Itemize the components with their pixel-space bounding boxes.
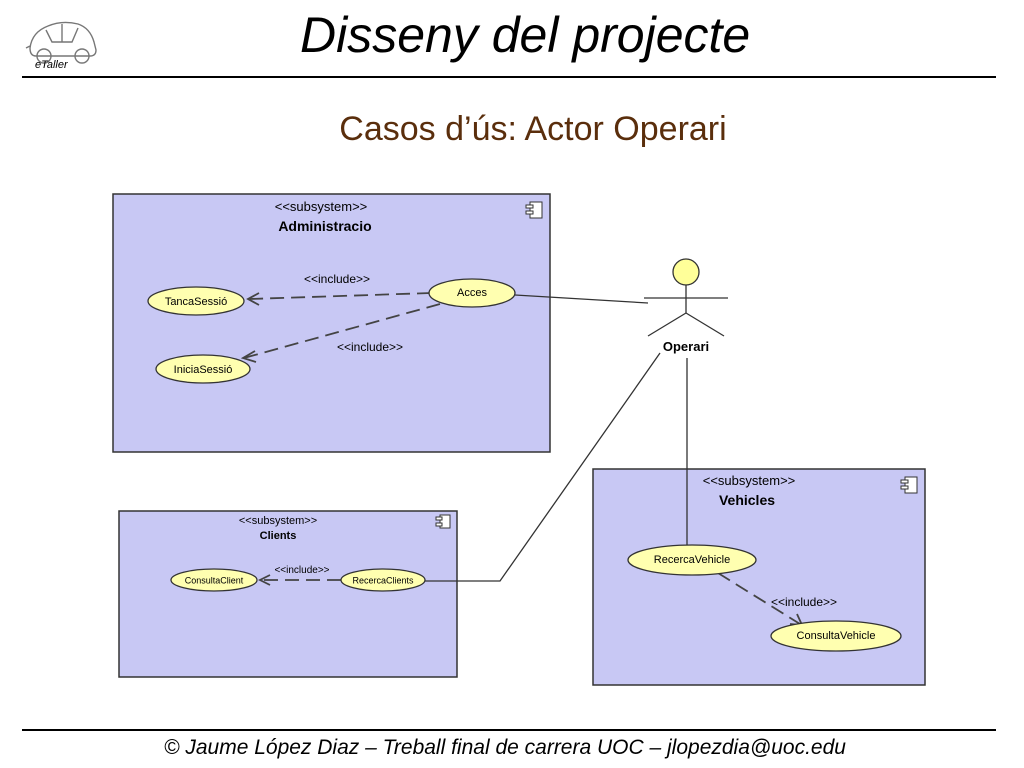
include-label: <<include>> [274,565,329,576]
include-acces-inicia [243,303,441,359]
logo-label: eTaller [35,59,68,71]
association-acces [514,294,649,304]
subsystem-name: Clients [260,530,297,542]
arrowhead [257,574,271,586]
subsystem-vehicles: <<subsystem>> Vehicles [592,468,926,686]
include-label: <<include>> [304,272,370,286]
subsystem-name: Administracio [278,218,371,234]
slide-subtitle: Casos d’ús: Actor Operari [339,110,727,148]
include-label: <<include>> [337,340,403,354]
include-acces-tanca [249,292,432,300]
use-case-consulta-client: ConsultaClient [170,568,258,592]
association-recerca-clients [425,352,661,582]
use-case-acces: Acces [428,278,516,308]
include-recerca-consulta-vehicle [717,572,801,625]
include-label: <<include>> [771,595,837,609]
component-icon [435,514,451,529]
use-case-tanca-sessio: TancaSessió [147,286,245,316]
svg-text:TancaSessió: TancaSessió [165,296,227,308]
svg-text:IniciaSessió: IniciaSessió [174,364,233,376]
arrowhead [246,292,260,306]
stereotype-label: <<subsystem>> [703,473,796,488]
subsystem-name: Vehicles [719,492,775,508]
subsystem-administracio: <<subsystem>> Administracio [112,193,551,453]
footer-text: © Jaume López Diaz – Treball final de ca… [164,736,846,759]
arrowhead [240,350,257,363]
component-icon [900,476,918,494]
svg-text:RecercaClients: RecercaClients [352,575,414,585]
svg-text:ConsultaVehicle: ConsultaVehicle [797,630,876,642]
svg-text:Acces: Acces [457,287,487,299]
stereotype-label: <<subsystem>> [275,199,368,214]
svg-text:ConsultaClient: ConsultaClient [185,575,244,585]
actor-operari: Operari [644,258,728,354]
use-case-recerca-vehicle: RecercaVehicle [627,544,757,576]
component-icon [525,201,543,219]
footer-divider [22,729,996,731]
actor-head-icon [672,258,700,286]
car-logo-icon [25,21,97,64]
header-divider [22,76,996,78]
use-case-inicia-sessio: IniciaSessió [155,354,251,384]
svg-text:RecercaVehicle: RecercaVehicle [654,554,730,566]
actor-name: Operari [663,339,709,354]
use-case-consulta-vehicle: ConsultaVehicle [770,620,902,652]
use-case-recerca-clients: RecercaClients [340,568,426,592]
page-title: Disseny del projecte [300,7,751,63]
subsystem-clients: <<subsystem>> Clients [118,510,458,678]
stereotype-label: <<subsystem>> [239,515,317,527]
